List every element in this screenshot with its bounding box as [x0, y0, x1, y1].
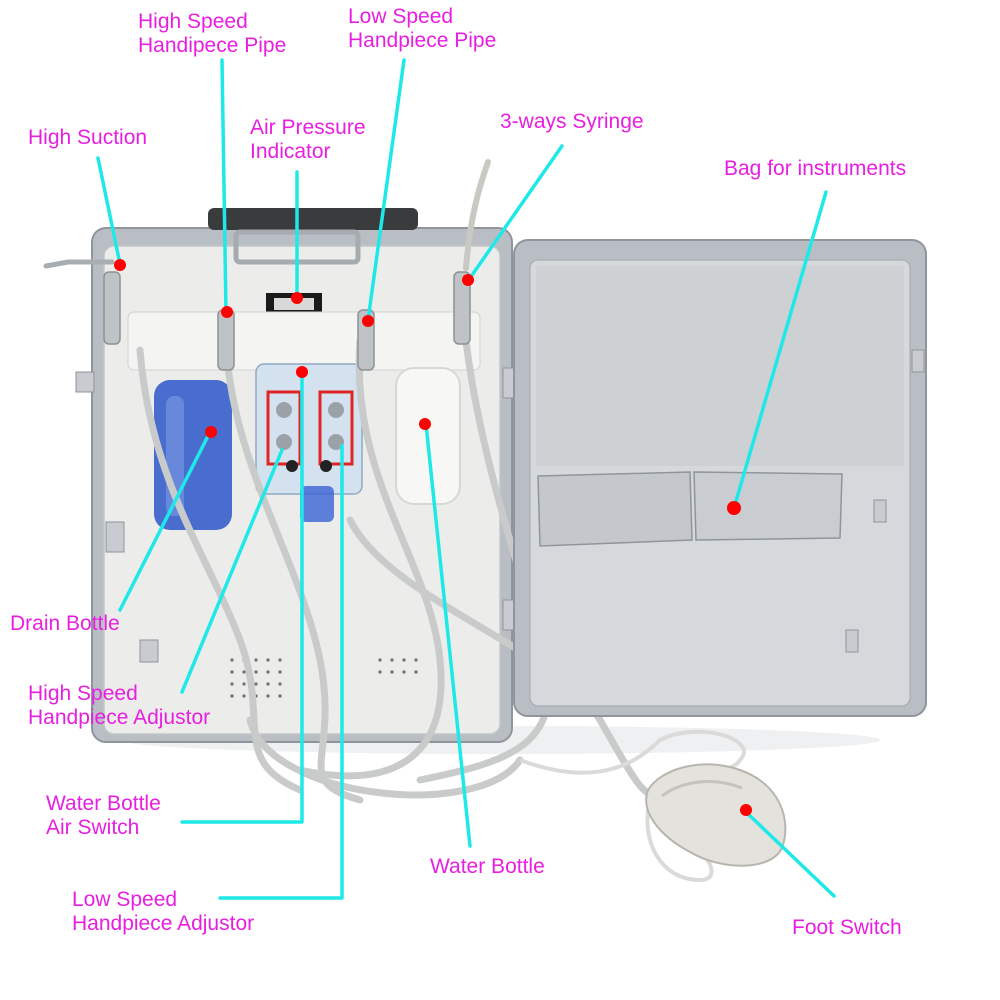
label-line: High Speed	[138, 10, 248, 33]
label-line: Water Bottle	[46, 792, 161, 815]
leader-bag	[732, 190, 828, 510]
marker-air-pressure	[291, 292, 303, 304]
leader-ls-adjustor	[218, 444, 344, 900]
label-3-ways-syringe: 3-ways Syringe	[500, 110, 644, 134]
leader-lines	[96, 58, 836, 900]
label-low-speed-handpiece-pipe: Low Speed Handpiece Pipe	[348, 5, 496, 53]
label-line: Handpiece Adjustor	[72, 912, 255, 935]
leader-syringe	[468, 144, 564, 280]
label-air-pressure-indicator: Air Pressure Indicator	[250, 116, 366, 164]
marker-bag	[727, 501, 741, 515]
label-drain-bottle: Drain Bottle	[10, 612, 120, 636]
marker-high-speed-pipe	[221, 306, 233, 318]
leader-water-bottle	[424, 422, 472, 848]
label-line: Indicator	[250, 140, 331, 163]
label-line: Air Switch	[46, 816, 140, 839]
leader-hs-adjustor	[180, 448, 284, 694]
leader-drain-bottle	[118, 430, 212, 612]
marker-water-air-switch	[296, 366, 308, 378]
marker-high-suction	[114, 259, 126, 271]
marker-foot-switch	[740, 804, 752, 816]
label-line: Foot Switch	[792, 916, 902, 939]
label-bag-for-instruments: Bag for instruments	[724, 157, 906, 181]
leader-water-air-switch	[180, 370, 304, 824]
label-line: High Suction	[28, 126, 148, 149]
marker-drain-bottle	[205, 426, 217, 438]
leader-low-speed-pipe	[366, 58, 406, 322]
label-foot-switch: Foot Switch	[792, 916, 902, 940]
label-line: High Speed	[28, 682, 138, 705]
marker-water-bottle	[419, 418, 431, 430]
label-water-bottle: Water Bottle	[430, 855, 545, 879]
label-line: Handpiece Pipe	[348, 29, 497, 52]
label-line: Drain Bottle	[10, 612, 120, 635]
label-water-bottle-air-switch: Water Bottle Air Switch	[46, 792, 161, 840]
marker-syringe	[462, 274, 474, 286]
red-dot-markers	[114, 259, 752, 816]
marker-low-speed-pipe	[362, 315, 374, 327]
label-high-suction: High Suction	[28, 126, 147, 150]
label-high-speed-handpiece-adjustor: High Speed Handpiece Adjustor	[28, 682, 210, 730]
leader-high-suction	[96, 156, 122, 266]
label-high-speed-handpiece-pipe: High Speed Handipece Pipe	[138, 10, 286, 58]
label-line: Bag for instruments	[724, 157, 907, 180]
leader-high-speed-pipe	[220, 58, 228, 314]
leader-foot-switch	[744, 810, 836, 898]
portable-dental-unit-case-illustration	[43, 159, 927, 883]
label-line: Low Speed	[72, 888, 178, 911]
label-line: Low Speed	[348, 5, 454, 28]
label-low-speed-handpiece-adjustor: Low Speed Handpiece Adjustor	[72, 888, 254, 936]
label-line: Handpiece Adjustor	[28, 706, 211, 729]
label-line: 3-ways Syringe	[500, 110, 644, 133]
label-line: Air Pressure	[250, 116, 366, 139]
label-line: Water Bottle	[430, 855, 545, 878]
label-line: Handipece Pipe	[138, 34, 287, 57]
